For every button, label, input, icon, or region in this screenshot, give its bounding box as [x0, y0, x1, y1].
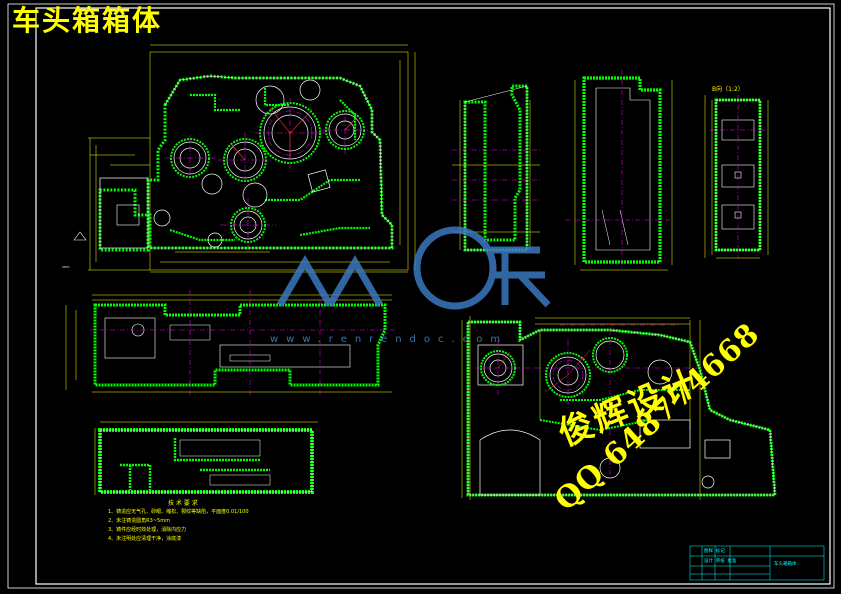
svg-text:▭▭▭: ▭▭▭	[62, 264, 70, 269]
horizontal-section-view	[65, 290, 395, 395]
b-view-label: B向（1:2）	[712, 86, 744, 93]
watermark-site: www.renrendoc.com	[270, 334, 509, 345]
title-block-row: 图样 标记	[704, 549, 725, 554]
title-block-name: 车头箱箱体	[774, 562, 797, 567]
front-view: ▭▭▭	[62, 44, 416, 273]
title-block	[689, 545, 825, 581]
tech-note: 1、铸造应无气孔、砂眼、缩松、裂纹等缺陷，平面度0.01/100	[108, 509, 249, 515]
bottom-section-view	[94, 421, 318, 495]
technical-requirements-notes: 1、铸造应无气孔、砂眼、缩松、裂纹等缺陷，平面度0.01/100 2、未注铸造圆…	[108, 508, 249, 544]
watermark-logo-icon	[276, 226, 551, 310]
tech-note: 2、未注铸造圆角R3~5mm	[108, 518, 170, 524]
rear-view	[461, 316, 777, 500]
b-view	[704, 95, 769, 259]
right-section-view	[565, 70, 673, 271]
side-section-view	[452, 84, 540, 252]
inner-frame	[35, 7, 831, 585]
tech-note: 4、未注明处应清理干净，涂底漆	[108, 536, 182, 542]
tech-note: 3、铸件应经时效处理，消除内应力	[108, 527, 187, 533]
title-block-row: 设计 审核 批准	[704, 559, 737, 564]
drawing-title: 车头箱箱体	[12, 4, 163, 37]
outer-frame	[7, 3, 835, 589]
technical-requirements-title: 技 术 要 求	[168, 500, 198, 507]
